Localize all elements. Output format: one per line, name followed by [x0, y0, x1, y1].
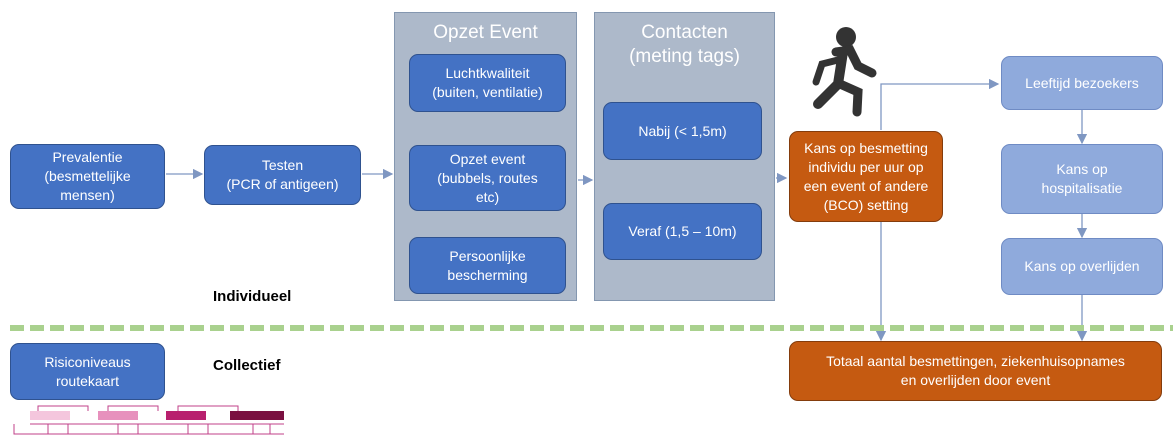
opzet-event-title: Opzet Event	[433, 22, 538, 43]
testen-box[interactable]: Testen (PCR of antigeen)	[204, 145, 361, 205]
persoonlijke-bescherming-box[interactable]: Persoonlijke bescherming	[409, 237, 566, 294]
opzet-event-box[interactable]: Opzet event (bubbels, routes etc)	[409, 145, 566, 211]
kans-besmetting-box[interactable]: Kans op besmetting individu per uur op e…	[789, 131, 943, 222]
leeftijd-box[interactable]: Leeftijd bezoekers	[1001, 56, 1163, 110]
walking-person-icon	[812, 27, 877, 117]
individueel-label: Individueel	[213, 288, 292, 305]
veraf-box[interactable]: Veraf (1,5 – 10m)	[603, 203, 762, 260]
prevalentie-box[interactable]: Prevalentie (besmettelijke mensen)	[10, 144, 165, 209]
nabij-box[interactable]: Nabij (< 1,5m)	[603, 102, 762, 160]
luchtkwaliteit-box[interactable]: Luchtkwaliteit (buiten, ventilatie)	[409, 54, 566, 112]
hospitalisatie-box[interactable]: Kans op hospitalisatie	[1001, 144, 1163, 214]
collectief-label: Collectief	[213, 357, 281, 374]
contacten-title: Contacten (meting tags)	[629, 22, 740, 67]
totaal-box[interactable]: Totaal aantal besmettingen, ziekenhuisop…	[789, 341, 1162, 401]
connectors	[166, 78, 1088, 342]
risiconiveaus-box[interactable]: Risiconiveaus routekaart	[10, 343, 165, 400]
routekaart-thumbnail	[8, 404, 292, 436]
overlijden-box[interactable]: Kans op overlijden	[1001, 238, 1163, 295]
